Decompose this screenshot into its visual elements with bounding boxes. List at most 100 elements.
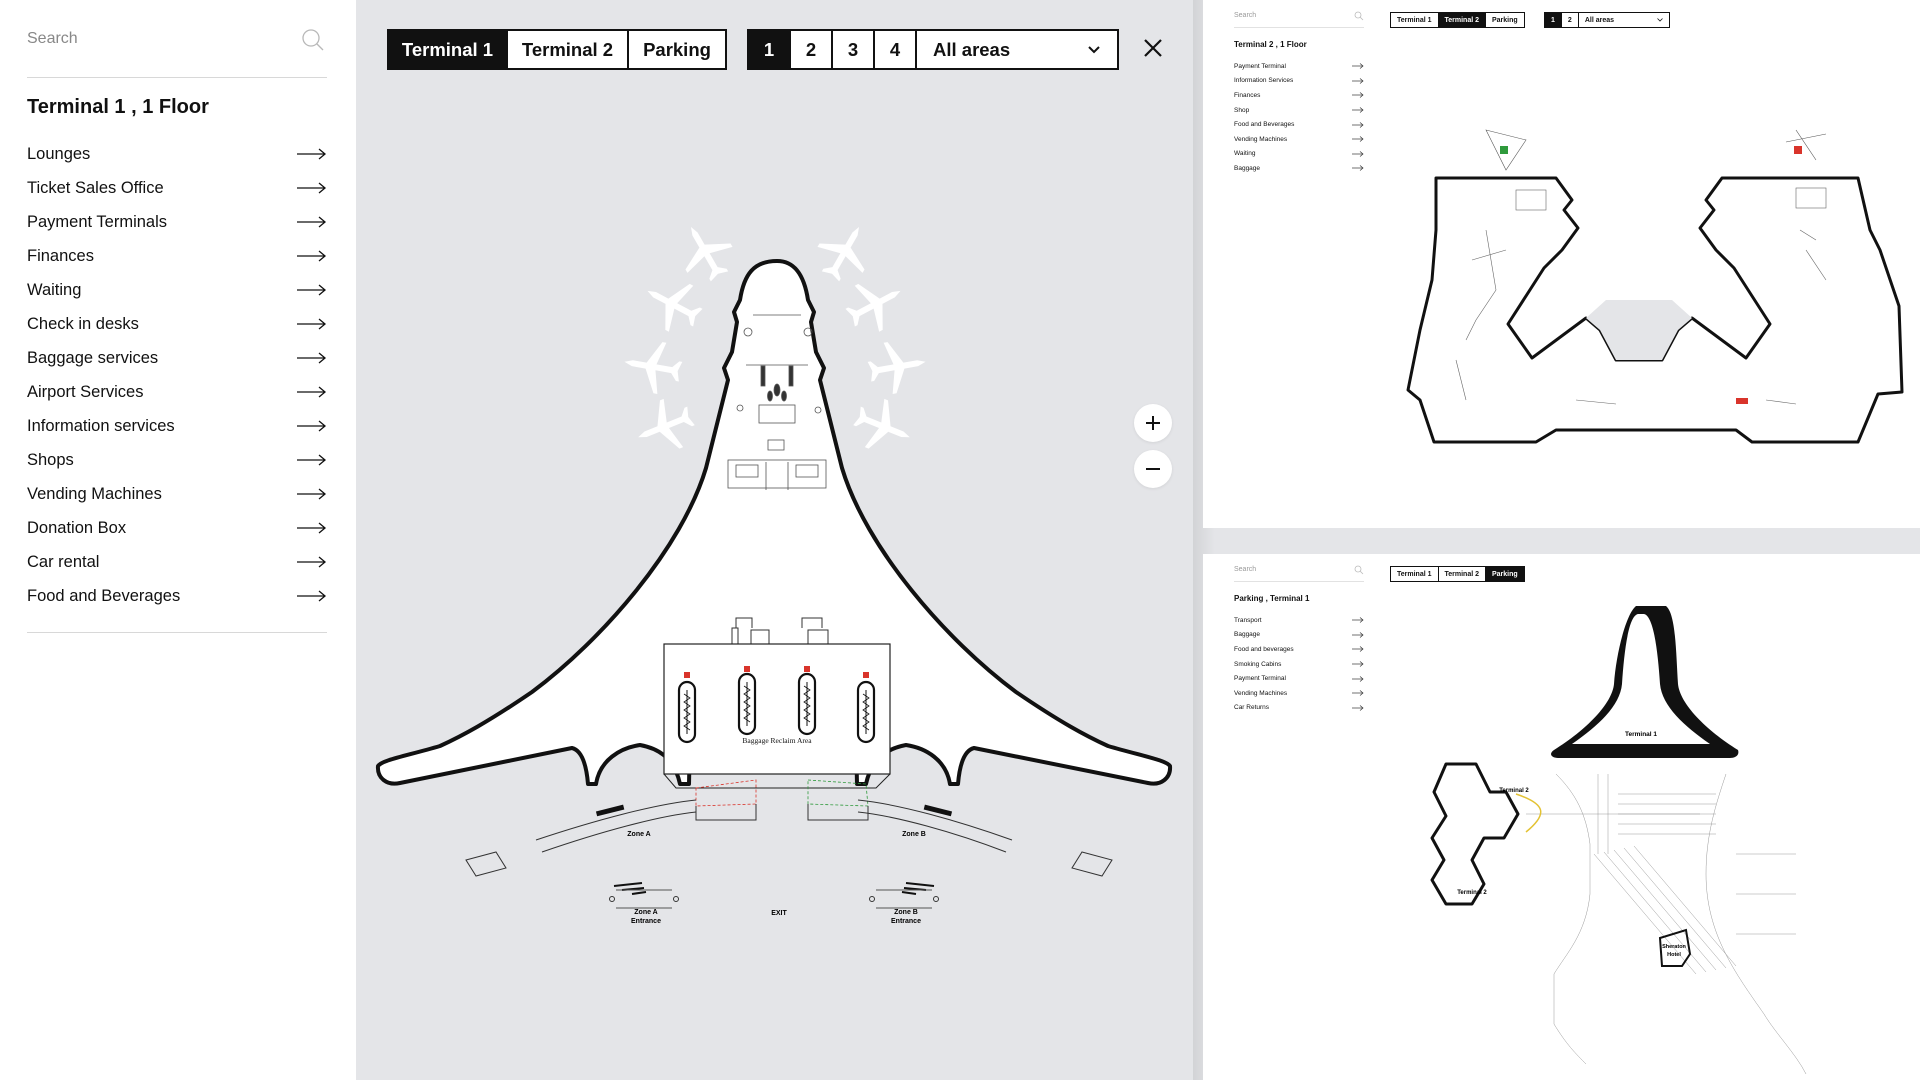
sidebar-item[interactable]: Lounges	[27, 137, 327, 171]
floor-2-button[interactable]: 2	[791, 31, 833, 68]
sidebar-item[interactable]: Donation Box	[27, 511, 327, 545]
preview-terminal-switcher: Terminal 1 Terminal 2 Parking	[1390, 566, 1525, 582]
zoom-in-button[interactable]	[1134, 404, 1172, 442]
preview-list-item: Food and Beverages	[1234, 117, 1364, 132]
preview-list-label: Baggage	[1234, 631, 1261, 639]
preview-floor-1: 1	[1545, 13, 1562, 27]
sidebar-item[interactable]: Ticket Sales Office	[27, 171, 327, 205]
arrow-right-icon	[1352, 632, 1364, 638]
floor-1-button[interactable]: 1	[749, 31, 791, 68]
hotel-label-1: Sheraton	[1662, 944, 1686, 950]
floor-title: Terminal 1 , 1 Floor	[27, 96, 209, 118]
terminal-1-floor-plan[interactable]: Baggage Reclaim Area Zone A Zone B Zone …	[356, 200, 1192, 980]
preview-search-bar: Search	[1234, 565, 1364, 582]
preview-list-label: Car Returns	[1234, 704, 1270, 712]
arrow-right-icon	[297, 352, 327, 364]
preview-list-label: Smoking Cabins	[1234, 660, 1282, 668]
parking-site-plan: Terminal 1 Terminal 2 Terminal 2 Sherato…	[1430, 606, 1807, 1075]
arrow-right-icon	[1352, 165, 1364, 172]
preview-list-item: Baggage	[1234, 161, 1364, 176]
arrow-right-icon	[297, 386, 327, 398]
preview-terminal-switcher: Terminal 1 Terminal 2 Parking	[1390, 12, 1525, 28]
arrow-right-icon	[297, 420, 327, 432]
preview-areas-dropdown: All areas	[1579, 13, 1669, 27]
preview-list-label: Food and beverages	[1234, 645, 1294, 653]
sidebar-item-label: Airport Services	[27, 382, 144, 401]
chevron-down-icon	[1088, 45, 1100, 53]
preview-list-label: Baggage	[1234, 164, 1261, 172]
sidebar-item[interactable]: Information services	[27, 409, 327, 443]
search-icon	[1354, 11, 1364, 21]
preview-tab-parking: Parking	[1486, 567, 1524, 581]
arrow-right-icon	[297, 590, 327, 602]
arrow-right-icon	[297, 182, 327, 194]
preview-list-label: Payment Terminal	[1234, 62, 1286, 70]
preview-tab-terminal-1: Terminal 1	[1391, 567, 1439, 581]
arrow-right-icon	[297, 148, 327, 160]
search-icon[interactable]	[301, 28, 325, 57]
sidebar-item-label: Check in desks	[27, 314, 139, 333]
preview-list-item: Payment Terminal	[1234, 59, 1364, 74]
terminal-2-preview-map: Terminal 1 Terminal 2 Parking 1 2 All ar…	[1376, 0, 1920, 528]
sidebar-item-label: Baggage services	[27, 348, 159, 367]
sidebar-item[interactable]: Finances	[27, 239, 327, 273]
arrow-right-icon	[1352, 63, 1364, 70]
sidebar-item[interactable]: Check in desks	[27, 307, 327, 341]
areas-dropdown[interactable]: All areas	[917, 31, 1117, 68]
check-in-rows	[465, 799, 1113, 909]
parking-preview-map: Terminal 1 Terminal 2 Parking Terminal 1…	[1376, 554, 1920, 1080]
zoom-out-button[interactable]	[1134, 450, 1172, 488]
arrow-right-icon	[297, 216, 327, 228]
parking-terminal-2-label-a: Terminal 2	[1499, 788, 1529, 794]
terminal-2-floor-plan	[1406, 129, 1904, 444]
sidebar-item-label: Waiting	[27, 280, 82, 299]
sidebar-item[interactable]: Baggage services	[27, 341, 327, 375]
floor-switcher: 1 2 3 4 All areas	[747, 29, 1119, 70]
preview-floor-switcher: 1 2 All areas	[1544, 12, 1670, 28]
terminal-2-preview-sidebar: Search Terminal 2 , 1 Floor Payment Term…	[1203, 0, 1376, 528]
sidebar-item-label: Lounges	[27, 144, 91, 163]
sidebar-item-label: Information services	[27, 416, 175, 435]
sidebar-item-label: Vending Machines	[27, 484, 162, 503]
close-icon	[1144, 39, 1162, 57]
sidebar-item[interactable]: Car rental	[27, 545, 327, 579]
floor-4-button[interactable]: 4	[875, 31, 917, 68]
preview-list-item: Payment Terminal	[1234, 671, 1364, 686]
arrow-right-icon	[297, 250, 327, 262]
parking-terminal-1-label: Terminal 1	[1625, 731, 1657, 738]
preview-list-item: Waiting	[1234, 147, 1364, 162]
search-input[interactable]	[27, 22, 277, 56]
tab-parking[interactable]: Parking	[643, 38, 711, 60]
preview-list-label: Finances	[1234, 91, 1261, 99]
sidebar-item[interactable]: Waiting	[27, 273, 327, 307]
close-button[interactable]	[1142, 37, 1164, 64]
preview-list-item: Finances	[1234, 88, 1364, 103]
zone-a-label: Zone A	[627, 831, 650, 838]
sidebar-item[interactable]: Food and Beverages	[27, 579, 327, 613]
tab-terminal-1[interactable]: Terminal 1	[389, 31, 508, 68]
sidebar-item-label: Donation Box	[27, 518, 127, 537]
sidebar-item[interactable]: Vending Machines	[27, 477, 327, 511]
arrow-right-icon	[297, 522, 327, 534]
floor-3-button[interactable]: 3	[833, 31, 875, 68]
preview-list-label: Waiting	[1234, 150, 1256, 158]
baggage-area-label: Baggage Reclaim Area	[742, 736, 812, 745]
preview-list-label: Vending Machines	[1234, 689, 1288, 697]
sidebar-item[interactable]: Airport Services	[27, 375, 327, 409]
baggage-reclaim-block: Baggage Reclaim Area	[663, 617, 891, 821]
preview-tab-terminal-1: Terminal 1	[1391, 13, 1439, 27]
preview-floor-2: 2	[1562, 13, 1579, 27]
sidebar-item[interactable]: Payment Terminals	[27, 205, 327, 239]
preview-search-bar: Search	[1234, 11, 1364, 28]
hotel-label-2: Hotel	[1667, 952, 1681, 958]
sidebar-item[interactable]: Shops	[27, 443, 327, 477]
tab-terminal-2[interactable]: Terminal 2	[508, 31, 629, 68]
arrow-right-icon	[1352, 136, 1364, 143]
arrow-right-icon	[297, 556, 327, 568]
arrow-right-icon	[297, 284, 327, 296]
preview-search-placeholder: Search	[1234, 12, 1257, 19]
preview-tab-terminal-2: Terminal 2	[1439, 567, 1486, 581]
